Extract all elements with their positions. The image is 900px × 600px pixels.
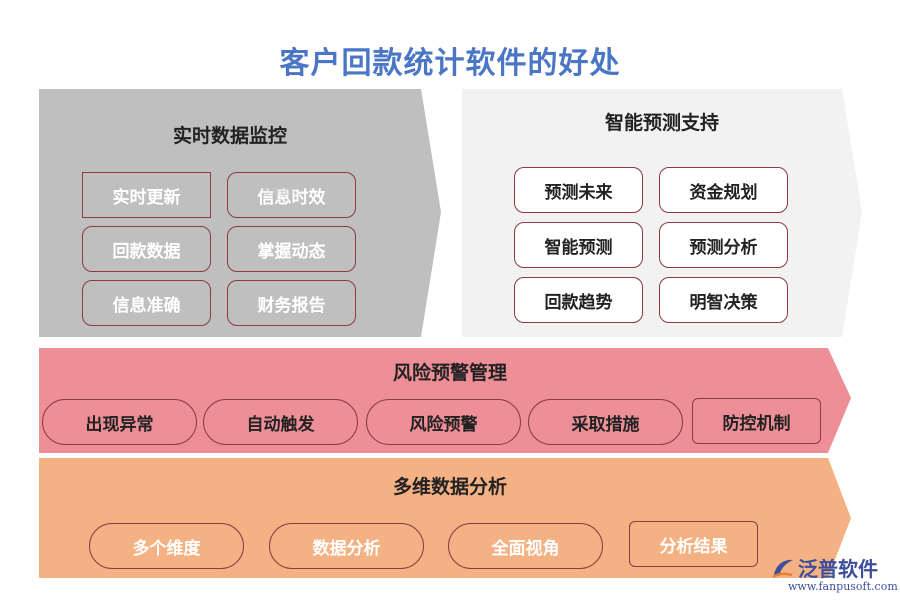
fanpu-logo-icon <box>772 559 793 579</box>
realtime-item-2: 信息时效 <box>227 172 356 218</box>
realtime-title: 实时数据监控 <box>172 125 287 147</box>
realtime-item-5: 信息准确 <box>82 280 211 326</box>
forecast-item-2: 资金规划 <box>659 167 788 213</box>
realtime-item-6: 财务报告 <box>227 280 356 326</box>
analysis-item-3: 全面视角 <box>448 523 603 569</box>
forecast-item-3: 智能预测 <box>514 222 643 268</box>
brand-logo: 泛普软件 www.fanpusoft.com <box>770 553 898 597</box>
logo-url: www.fanpusoft.com <box>788 580 898 593</box>
forecast-item-5: 回款趋势 <box>514 277 643 323</box>
forecast-title: 智能预测支持 <box>604 112 719 134</box>
risk-item-3: 风险预警 <box>366 399 521 445</box>
realtime-item-3: 回款数据 <box>82 226 211 272</box>
risk-item-1: 出现异常 <box>42 399 197 445</box>
realtime-item-4: 掌握动态 <box>227 226 356 272</box>
analysis-item-2: 数据分析 <box>269 523 424 569</box>
risk-title: 风险预警管理 <box>392 362 507 384</box>
page-title: 客户回款统计软件的好处 <box>279 46 621 81</box>
risk-item-4: 采取措施 <box>528 399 683 445</box>
risk-item-2: 自动触发 <box>203 399 358 445</box>
analysis-title: 多维数据分析 <box>392 476 507 498</box>
forecast-item-6: 明智决策 <box>659 277 788 323</box>
logo-name: 泛普软件 <box>798 557 878 581</box>
analysis-item-4: 分析结果 <box>629 521 758 567</box>
risk-item-5: 防控机制 <box>692 398 821 444</box>
forecast-item-4: 预测分析 <box>659 222 788 268</box>
forecast-item-1: 预测未来 <box>514 167 643 213</box>
realtime-item-1: 实时更新 <box>82 172 211 218</box>
analysis-item-1: 多个维度 <box>89 523 244 569</box>
